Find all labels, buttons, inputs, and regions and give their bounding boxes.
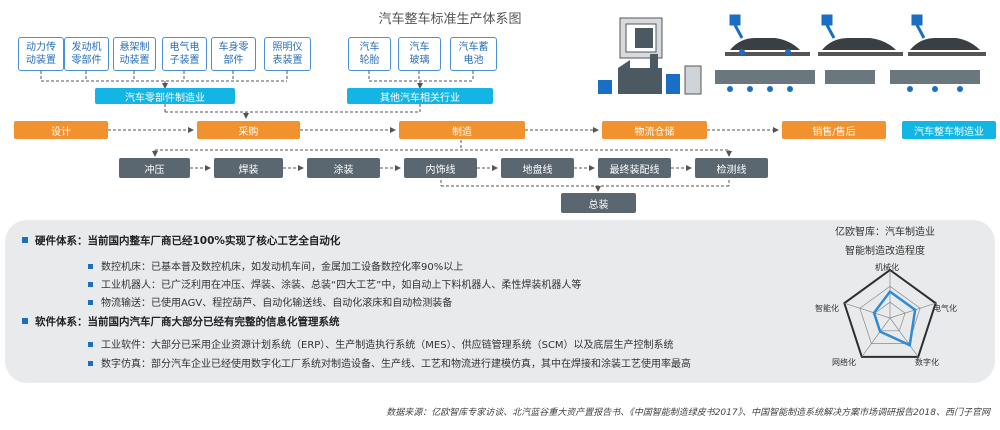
radar-title: 亿欧智库：汽车制造业 (835, 227, 935, 238)
radar-axis-label: 网络化 (832, 358, 856, 367)
part-box: 车身零 部件 (211, 37, 256, 71)
part-box: 汽车 轮胎 (348, 37, 391, 71)
bullet-square-icon (88, 282, 93, 287)
software-item: 工业软件：大部分已采用企业资源计划系统（ERP）、生产制造执行系统（MES）、供… (88, 336, 674, 351)
flow-design: 设计 (14, 121, 108, 139)
radar-ring (874, 301, 906, 332)
step-stamping: 冲压 (119, 158, 190, 178)
part-box: 汽车 玻璃 (398, 37, 441, 71)
factory-illustration (598, 14, 986, 95)
industry-related-bar: 其他汽车相关行业 (347, 88, 493, 104)
radar-axis-label: 数字化 (915, 358, 939, 367)
flow-procurement: 采购 (197, 121, 300, 139)
part-box: 汽车蓄 电池 (450, 37, 497, 71)
part-box: 动力传 动装置 (18, 37, 64, 71)
step-welding: 焊装 (214, 158, 283, 178)
step-inspection: 检测线 (695, 158, 768, 178)
radar-spoke (861, 317, 891, 358)
part-box: 电气电 子装置 (162, 37, 207, 71)
bullet-square-icon (88, 361, 93, 366)
diagram-title: 汽车整车标准生产体系图 (378, 12, 522, 27)
part-box: 照明仪 表装置 (264, 37, 311, 71)
part-box: 悬架制 动装置 (113, 37, 156, 71)
source-note: 数据来源：亿欧智库专家访谈、北汽蓝谷重大资产置报告书、《中国智能制造绿皮书201… (386, 408, 990, 418)
hardware-item: 物流输送：已使用AGV、程控葫芦、自动化输送线、自动化滚床和自动检测装备 (88, 294, 452, 309)
radar-axis-label: 机械化 (875, 263, 899, 272)
connector-lines (40, 71, 779, 192)
step-chassis: 地盘线 (501, 158, 574, 178)
hardware-heading: 硬件体系：当前国内整车厂商已经100%实现了核心工艺全自动化 (22, 233, 340, 248)
radar-axis-label: 智能化 (815, 304, 839, 313)
radar-ring (843, 268, 937, 358)
bullet-square-icon (88, 264, 93, 269)
flow-logistics: 物流仓储 (602, 121, 707, 139)
radar-series (872, 289, 917, 348)
info-panel (5, 220, 995, 383)
radar-chart (843, 268, 937, 358)
bullet-square-icon (88, 342, 93, 347)
radar-subtitle: 智能制造改造程度 (845, 246, 925, 257)
flow-sales: 销售/售后 (782, 121, 886, 139)
radar-grid (843, 268, 937, 358)
radar-spoke (889, 317, 919, 358)
flow-manufacturing: 制造 (399, 121, 525, 139)
vehicle-industry-label: 汽车整车制造业 (902, 121, 996, 139)
software-heading: 软件体系：当前国内汽车厂商大部分已经有完整的信息化管理系统 (22, 314, 340, 329)
hardware-item: 工业机器人：已广泛利用在冲压、焊装、涂装、总装“四大工艺”中，如自动上下料机器人… (88, 276, 581, 291)
step-final-assembly-line: 最终装配线 (598, 158, 671, 178)
step-assembly: 总装 (561, 193, 636, 213)
bullet-square-icon (22, 318, 28, 324)
bullet-square-icon (22, 237, 28, 243)
radar-axis-label: 电气化 (933, 304, 957, 313)
part-box: 发动机 零部件 (64, 37, 109, 71)
hardware-item: 数控机床：已基本普及数控机床，如发动机车间，金属加工设备数控化率90%以上 (88, 258, 463, 273)
radar-spoke (889, 302, 936, 319)
radar-spoke (844, 302, 891, 319)
bullet-square-icon (88, 300, 93, 305)
radar-ring (859, 285, 921, 344)
step-painting: 涂装 (307, 158, 380, 178)
software-item: 数字仿真：部分汽车企业已经使用数字化工厂系统对制造设备、生产线、工艺和物流进行建… (88, 355, 691, 370)
industry-parts-bar: 汽车零部件制造业 (95, 88, 235, 104)
step-interior: 内饰线 (404, 158, 477, 178)
